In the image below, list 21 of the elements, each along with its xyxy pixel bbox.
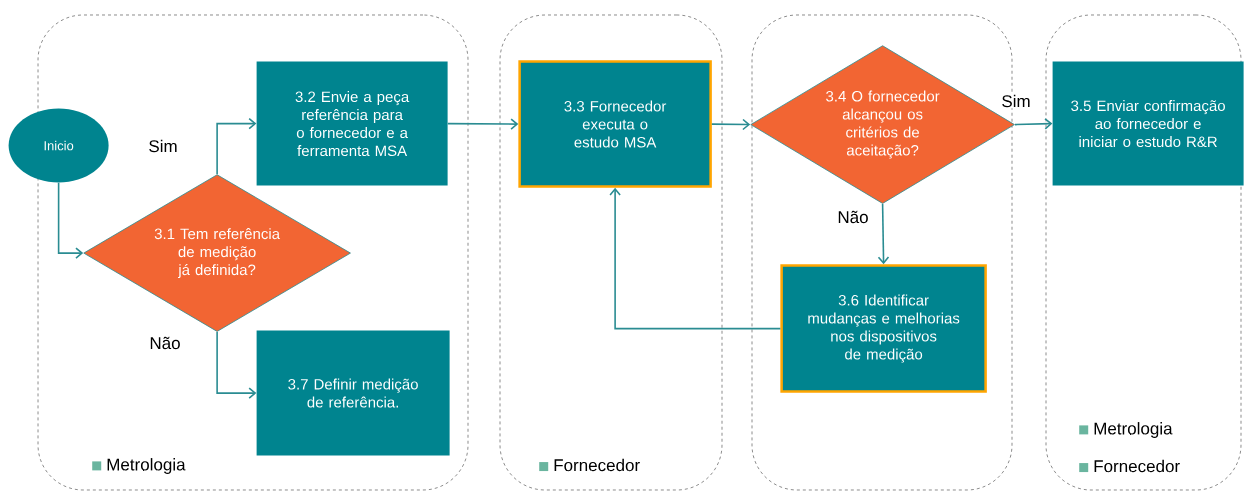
arrow: [1014, 118, 1053, 130]
edge-label: Sim: [1000, 93, 1032, 109]
arrow: [711, 118, 751, 131]
process-box: 3.5 Enviar confirmação ao fornecedor e iniciar o estudo R&R: [1052, 61, 1244, 186]
process-box: 3.7 Definir medição de referência.: [256, 330, 450, 456]
process-box: 3.2 Envie a peça referência para o fornecedor e a ferramenta MSA: [256, 61, 448, 186]
arrow: [57, 182, 84, 259]
arrow: [216, 331, 257, 399]
process-box: 3.6 Identificar mudanças e melhorias nos dispositivos de medição: [780, 264, 987, 393]
arrow: [877, 203, 890, 265]
edge-label: Não: [836, 209, 870, 225]
arrow: [216, 117, 257, 175]
edge-label: Não: [148, 335, 182, 351]
lane-label: Fornecedor: [539, 458, 640, 472]
arrow: [609, 187, 782, 330]
edge-label: Sim: [147, 138, 179, 154]
process-box: 3.3 Fornecedor executa o estudo MSA: [518, 60, 712, 188]
lane-label: Metrologia: [1079, 422, 1173, 438]
arrow: [447, 118, 519, 130]
lane-label: Metrologia: [92, 458, 186, 474]
lane-label: Fornecedor: [1079, 459, 1180, 473]
